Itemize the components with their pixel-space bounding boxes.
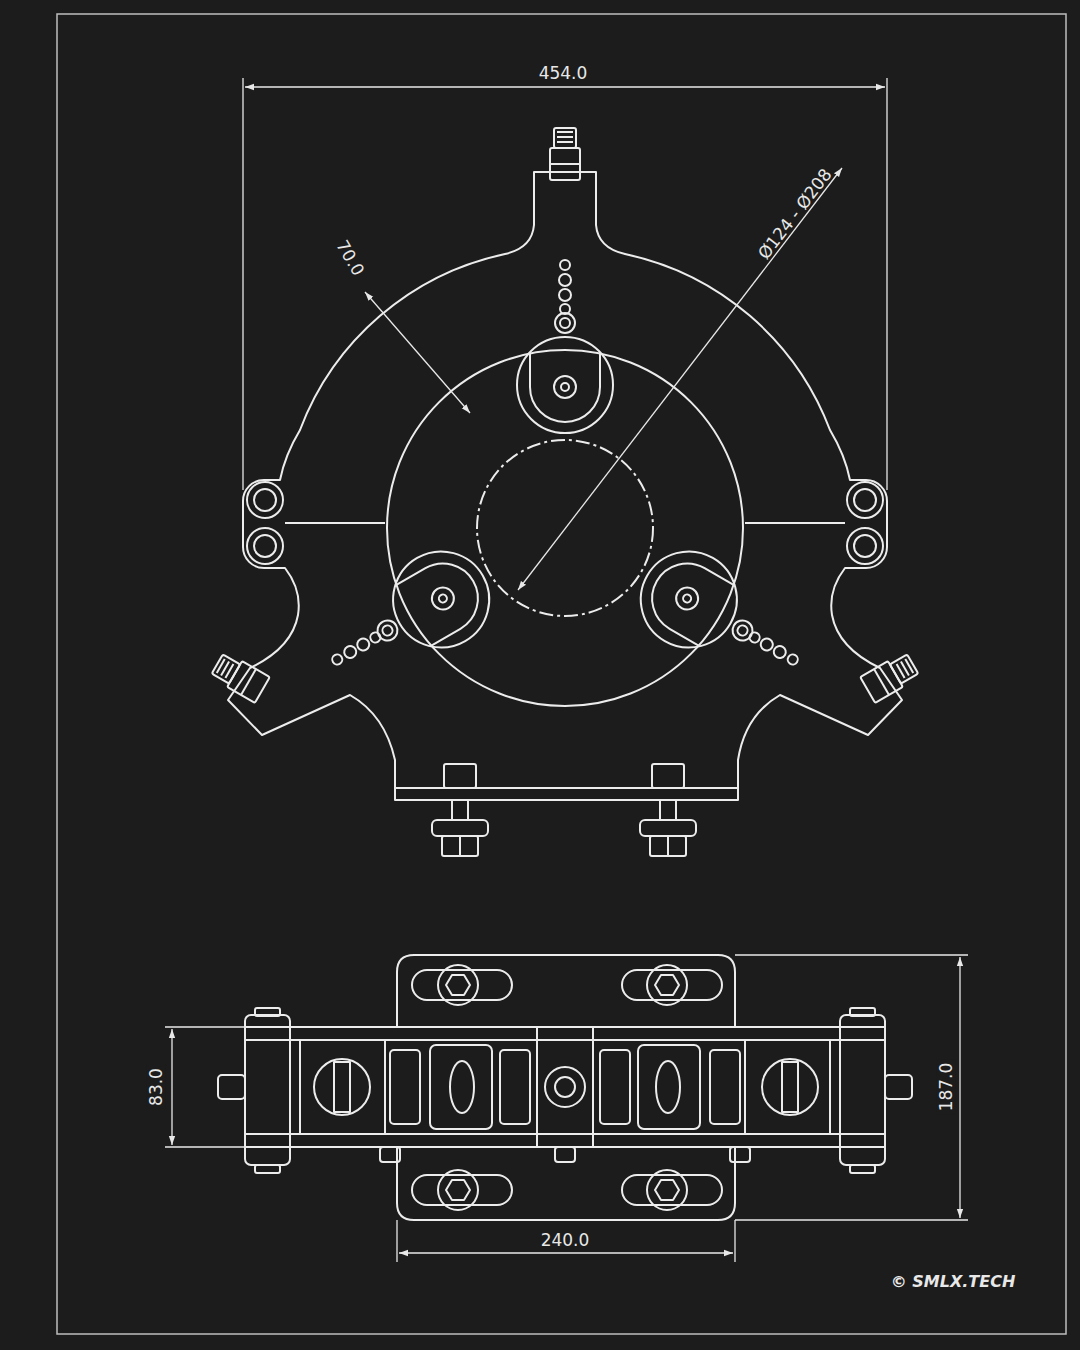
dimension-value: 454.0 — [536, 64, 591, 83]
dimension-value: 70.0 — [331, 234, 369, 281]
dimension-value: 240.0 — [538, 1231, 593, 1250]
dimension-value: 187.0 — [937, 1060, 956, 1115]
diameter-range: Ø124 - Ø208 — [753, 163, 838, 265]
watermark: © SMLX.TECH — [888, 1273, 1019, 1291]
dimension-value: 83.0 — [147, 1065, 166, 1109]
